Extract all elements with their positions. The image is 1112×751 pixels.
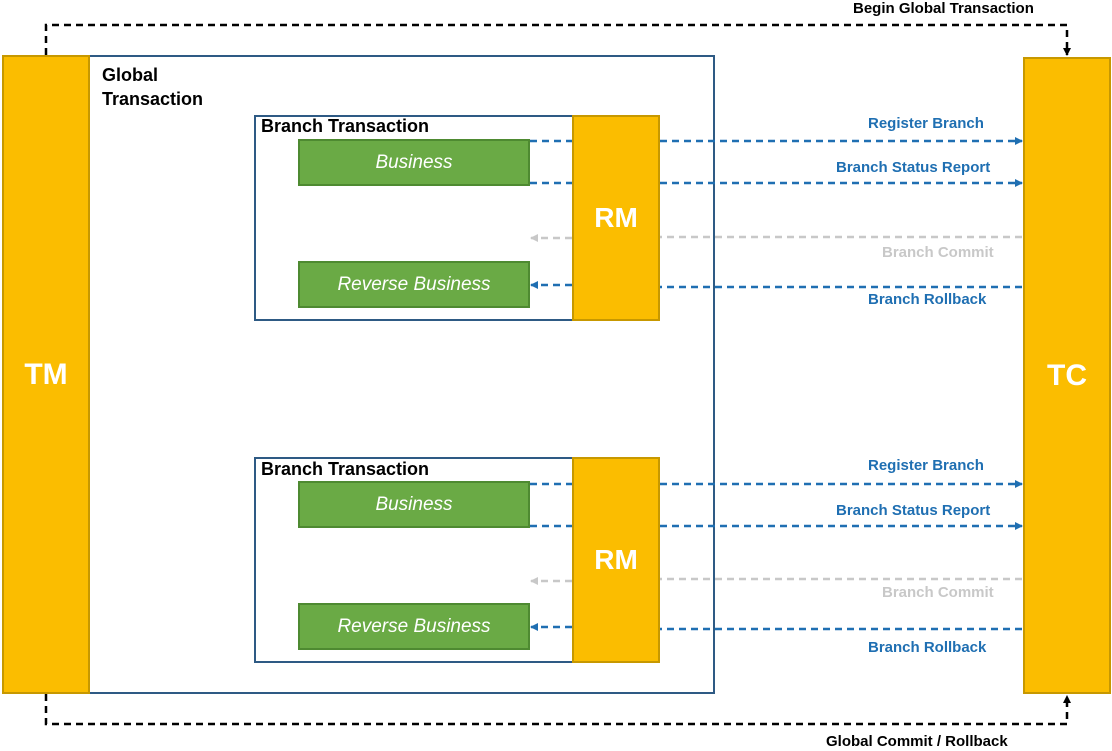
branch-commit-label: Branch Commit <box>882 244 994 261</box>
global-commit-rollback-label: Global Commit / Rollback <box>826 733 1008 750</box>
register-branch-label: Register Branch <box>868 457 984 474</box>
reverse-business-label: Reverse Business <box>337 615 491 637</box>
branch-transaction-title: Branch Transaction <box>261 459 430 479</box>
rm-box: RM <box>572 457 660 663</box>
begin-global-transaction-label: Begin Global Transaction <box>853 0 1034 17</box>
branch-status-report-label: Branch Status Report <box>836 502 991 519</box>
branch-rollback-label: Branch Rollback <box>868 639 987 656</box>
global-commit-arrow <box>44 694 1071 726</box>
branch-commit-label: Branch Commit <box>882 584 994 601</box>
reverse-business-box: Reverse Business <box>298 603 530 650</box>
rm-box: RM <box>572 115 660 321</box>
business-label: Business <box>375 151 453 173</box>
branch-transaction-title: Branch Transaction <box>261 116 430 136</box>
business-box: Business <box>298 139 530 186</box>
business-label: Business <box>375 493 453 515</box>
global-transaction-title: Global Transaction <box>102 65 204 109</box>
business-box: Business <box>298 481 530 528</box>
tm-label: TM <box>24 357 68 391</box>
rm-label: RM <box>594 544 638 575</box>
tc-label: TC <box>1047 358 1087 392</box>
register-branch-label: Register Branch <box>868 115 984 132</box>
branch-status-report-label: Branch Status Report <box>836 159 991 176</box>
begin-global-arrow <box>44 23 1071 56</box>
reverse-business-box: Reverse Business <box>298 261 530 308</box>
tm-box: TM <box>2 55 90 694</box>
branch-rollback-label: Branch Rollback <box>868 291 987 308</box>
reverse-business-label: Reverse Business <box>337 273 491 295</box>
rm-label: RM <box>594 202 638 233</box>
tc-box: TC <box>1023 57 1111 694</box>
